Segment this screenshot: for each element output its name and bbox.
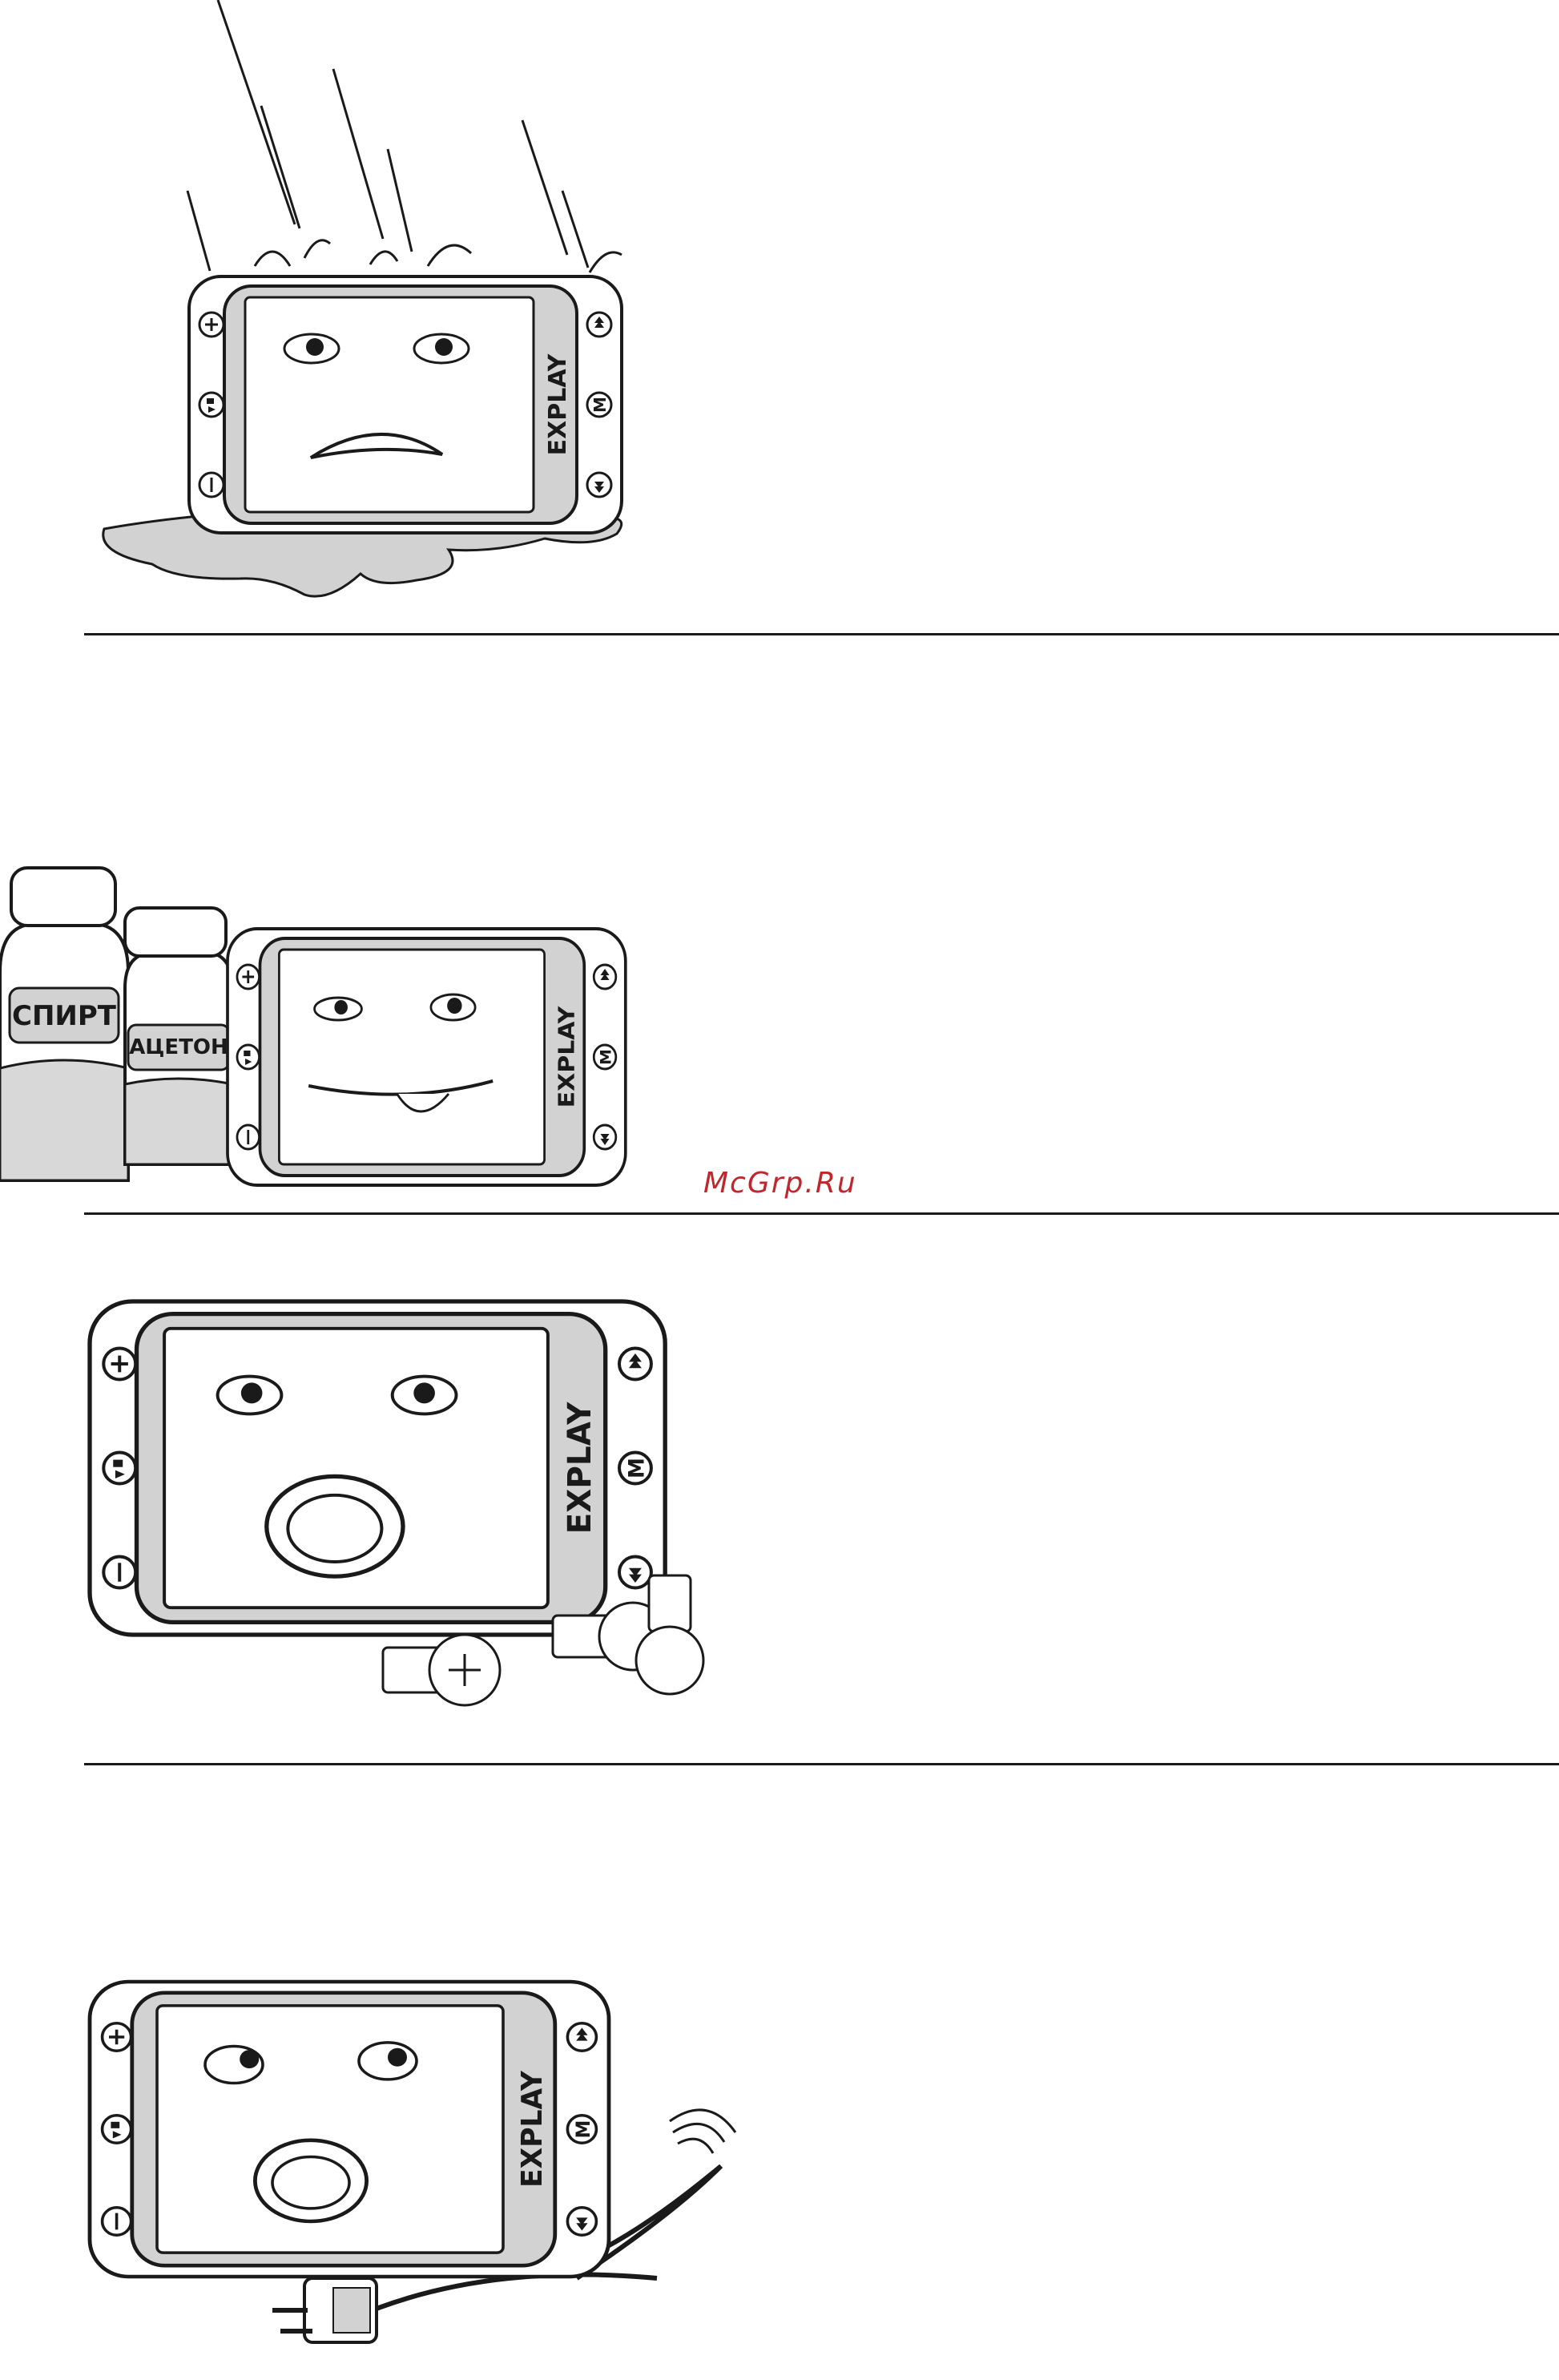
- illustration-panel-solvents: СПИРТ АЦЕТОН McGrp.Ru: [0, 635, 1559, 1212]
- bottle-label-acetone: АЦЕТОН: [129, 1035, 228, 1059]
- solvent-bottles-illustration: СПИРТ АЦЕТОН: [0, 635, 1559, 1212]
- rain-puddle-illustration: [0, 0, 1559, 633]
- illustration-panel-power-cable: [0, 1765, 1559, 2377]
- power-cable-illustration: [0, 1765, 1559, 2377]
- bottle-label-alcohol: СПИРТ: [12, 1000, 117, 1032]
- illustration-panel-screws: [0, 1215, 1559, 1763]
- screws-illustration: [0, 1215, 1559, 1763]
- watermark: McGrp.Ru: [703, 1167, 857, 1200]
- illustration-panel-rain: [0, 0, 1559, 633]
